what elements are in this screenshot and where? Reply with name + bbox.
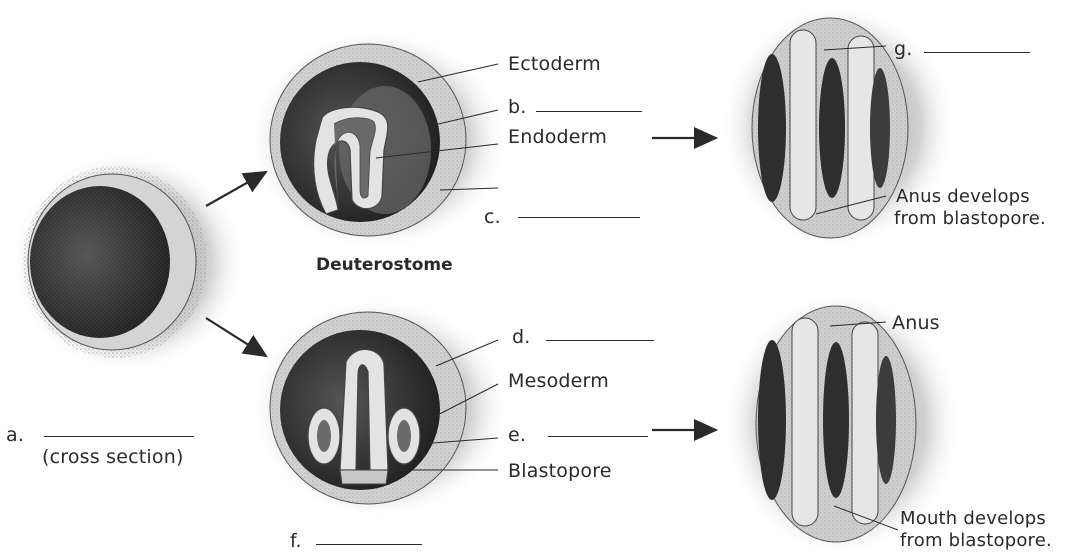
label-cross-section: (cross section): [42, 446, 184, 468]
label-f-prefix: f.: [290, 530, 302, 552]
label-g-prefix: g.: [894, 38, 913, 60]
label-blastopore: Blastopore: [508, 460, 612, 482]
protostome-embryo: [250, 296, 510, 520]
blank-g[interactable]: [924, 52, 1030, 53]
blank-c[interactable]: [518, 217, 640, 218]
label-deuterostome: Deuterostome: [316, 254, 453, 276]
blank-f[interactable]: [316, 544, 422, 545]
label-endoderm: Endoderm: [508, 126, 607, 148]
gastrula-cross-section: [10, 150, 246, 374]
label-e-prefix: e.: [508, 424, 526, 446]
label-d-prefix: d.: [512, 326, 531, 348]
label-ectoderm: Ectoderm: [508, 53, 601, 75]
blank-a[interactable]: [44, 436, 194, 437]
blank-d[interactable]: [546, 340, 654, 341]
label-mouth-develops-2: from blastopore.: [900, 530, 1052, 552]
label-anus-develops-1: Anus develops: [896, 186, 1030, 208]
blank-e[interactable]: [548, 436, 648, 437]
blank-b[interactable]: [536, 111, 642, 112]
label-mesoderm: Mesoderm: [508, 370, 609, 392]
deuterostome-embryo: [248, 28, 508, 252]
label-mouth-develops-1: Mouth develops: [900, 508, 1046, 530]
label-a-prefix: a.: [6, 424, 24, 446]
label-anus-develops-2: from blastopore.: [894, 208, 1046, 230]
label-b-prefix: b.: [508, 96, 527, 118]
label-anus: Anus: [892, 312, 940, 334]
label-c-prefix: c.: [484, 206, 501, 228]
